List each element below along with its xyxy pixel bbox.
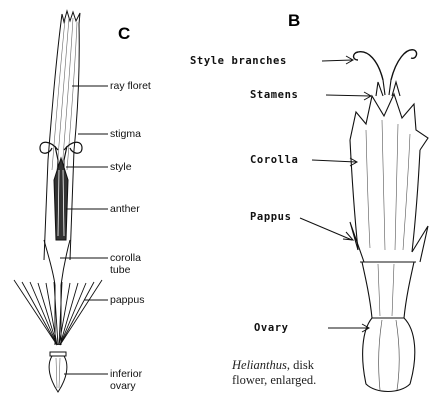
- label-ray-floret: ray floret: [110, 80, 151, 92]
- label-style: style: [110, 161, 132, 173]
- caption-line1-rest: , disk: [287, 358, 314, 372]
- label-inferior-ovary: inferior ovary: [110, 368, 142, 392]
- stamens-drawing: [376, 82, 400, 96]
- panel-letter-c: C: [118, 24, 130, 44]
- caption-line2: flower, enlarged.: [232, 373, 316, 387]
- label-stamens: Stamens: [250, 89, 298, 101]
- anther-drawing: [54, 158, 68, 240]
- label-corolla: Corolla: [250, 154, 298, 166]
- label-stigma: stigma: [110, 128, 141, 140]
- panel-letter-b: B: [288, 11, 300, 31]
- pappus-scales-drawing: [350, 222, 428, 262]
- inferior-ovary-drawing: [49, 352, 67, 392]
- label-corolla-tube: corolla tube: [110, 252, 141, 276]
- label-ovary: Ovary: [254, 322, 289, 334]
- label-pappus-c: pappus: [110, 294, 144, 306]
- caption-genus: Helianthus: [232, 358, 287, 372]
- label-anther: anther: [110, 203, 140, 215]
- disk-flower-drawing: [350, 50, 428, 392]
- corolla-drawing: [350, 94, 428, 150]
- pappus-bristles: [14, 280, 102, 345]
- label-style-branches: Style branches: [190, 55, 287, 67]
- ovary-drawing: [363, 318, 415, 392]
- leader-lines-b: [300, 56, 371, 332]
- figure-caption: Helianthus, disk flower, enlarged.: [232, 358, 362, 388]
- style-branches-drawing: [354, 50, 417, 80]
- ray-floret-drawing: [14, 11, 102, 392]
- label-pappus-b: Pappus: [250, 211, 292, 223]
